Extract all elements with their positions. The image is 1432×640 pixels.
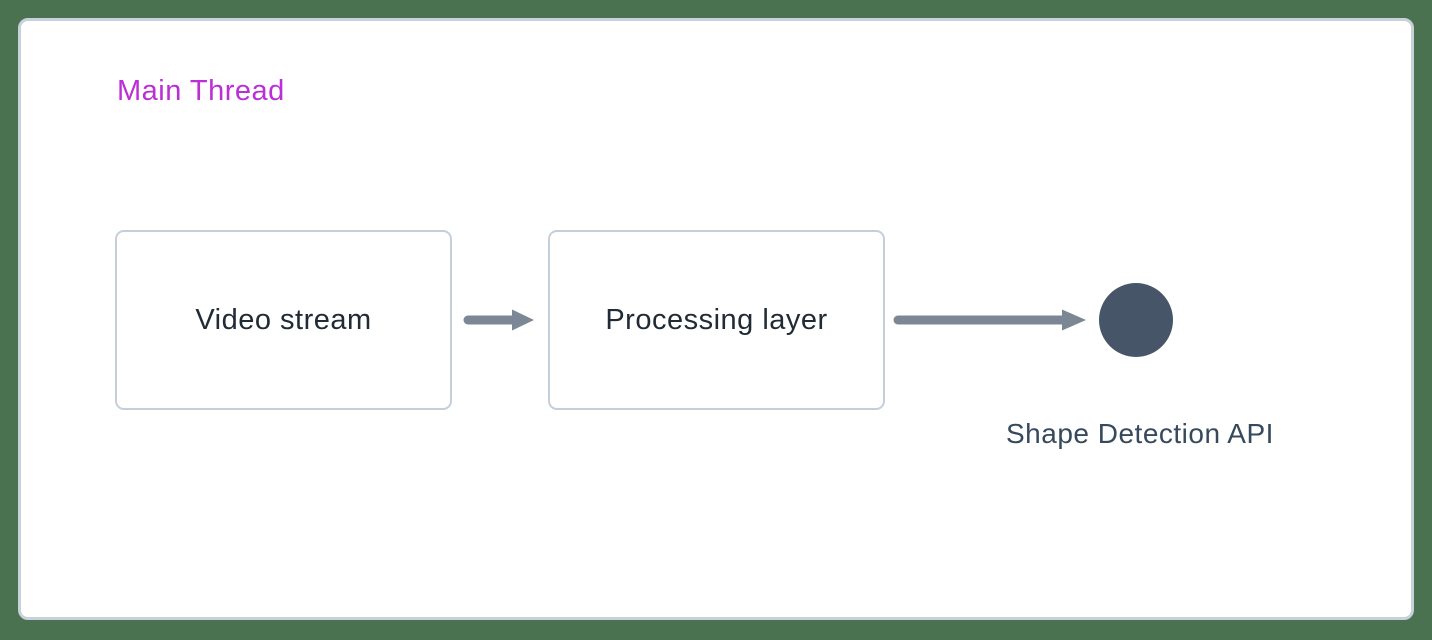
- filled-circle-icon: [1099, 283, 1173, 357]
- node-video-stream-label: Video stream: [195, 303, 372, 336]
- shape-detection-api-label: Shape Detection API: [1006, 418, 1274, 449]
- node-processing-layer: Processing layer: [548, 230, 885, 410]
- arrow-right-icon: [893, 309, 1086, 331]
- arrow-right-icon: [463, 309, 534, 331]
- node-processing-layer-label: Processing layer: [605, 303, 828, 336]
- node-video-stream: Video stream: [115, 230, 452, 410]
- main-thread-label: Main Thread: [117, 75, 285, 107]
